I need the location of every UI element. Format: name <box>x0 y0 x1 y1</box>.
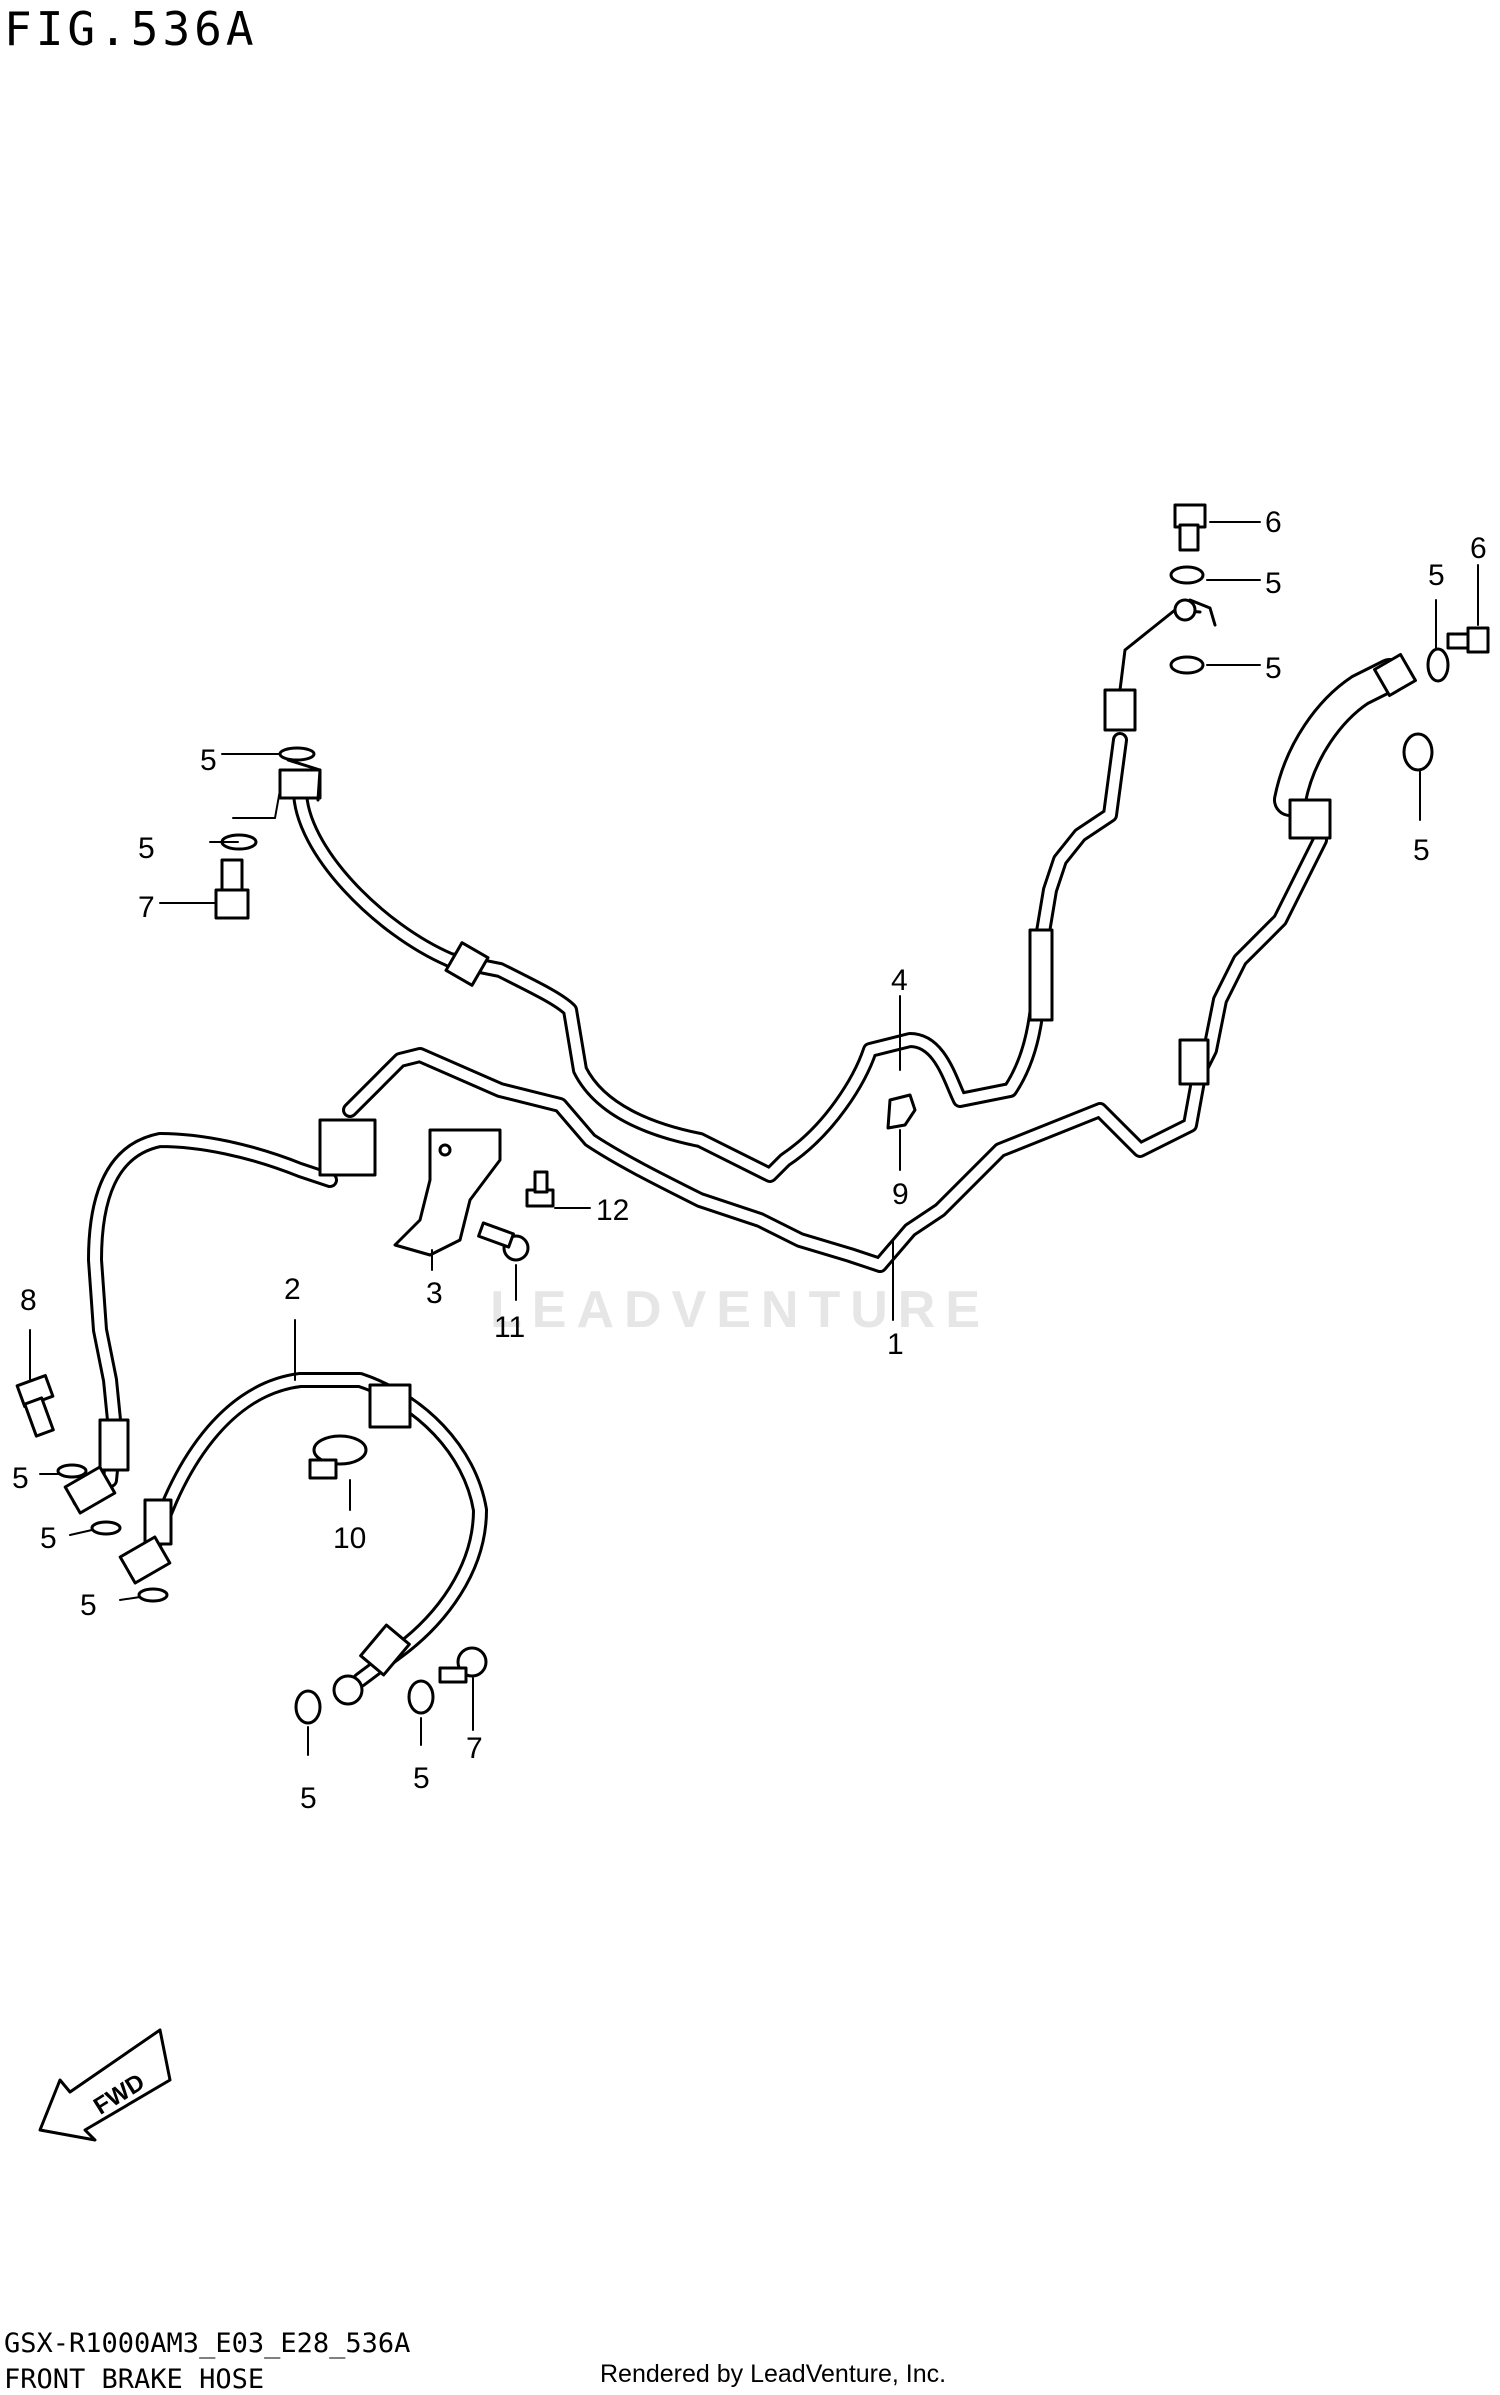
callout-5c: 5 <box>1428 559 1445 592</box>
hose-4[interactable] <box>278 598 1217 1183</box>
callout-5g: 5 <box>12 1462 29 1495</box>
callout-6a: 6 <box>1265 506 1282 539</box>
hose-2[interactable] <box>118 1372 488 1706</box>
callout-5d: 5 <box>1413 834 1430 867</box>
watermark: LEADVENTURE <box>490 1281 991 1339</box>
fwd-arrow-icon: FWD <box>38 2028 172 2142</box>
section-title: FRONT BRAKE HOSE <box>4 2364 265 2395</box>
render-credit: Rendered by LeadVenture, Inc. <box>600 2360 947 2388</box>
bracket-3[interactable] <box>393 1128 502 1257</box>
callout-6b: 6 <box>1470 532 1487 565</box>
callout-7a: 7 <box>138 891 155 924</box>
bolt-8[interactable] <box>15 1374 55 1438</box>
callout-5j: 5 <box>300 1782 317 1815</box>
callout-1: 1 <box>887 1328 904 1361</box>
model-code: GSX-R1000AM3_E03_E28_536A <box>4 2328 411 2359</box>
callout-3: 3 <box>426 1277 443 1310</box>
callout-5f: 5 <box>138 832 155 865</box>
callout-labels: 1 2 3 4 5 5 5 5 5 5 5 5 5 5 5 6 6 7 7 8 … <box>12 506 1487 1815</box>
callout-5h: 5 <box>40 1522 57 1555</box>
figure-title: FIG.536A <box>4 2 258 56</box>
bolt-7-bottom[interactable] <box>438 1646 488 1684</box>
clip-9[interactable] <box>886 1093 917 1130</box>
callout-4: 4 <box>891 964 908 997</box>
leader-lines <box>29 521 1479 1756</box>
callout-10: 10 <box>333 1522 366 1555</box>
callout-5b: 5 <box>1265 652 1282 685</box>
hose-8-side[interactable] <box>63 1118 377 1515</box>
callout-5a: 5 <box>1265 567 1282 600</box>
bolt-12[interactable] <box>525 1170 555 1208</box>
callout-2: 2 <box>284 1273 301 1306</box>
bolt-6-top[interactable] <box>1173 503 1207 552</box>
callout-5k: 5 <box>413 1762 430 1795</box>
callout-12: 12 <box>596 1194 629 1227</box>
bolt-7-left[interactable] <box>214 858 250 920</box>
washers-5[interactable] <box>56 565 1450 1725</box>
callout-5e: 5 <box>200 744 217 777</box>
callout-9: 9 <box>892 1178 909 1211</box>
callout-8: 8 <box>20 1284 37 1317</box>
bolt-11[interactable] <box>477 1221 530 1262</box>
hose-1[interactable] <box>342 653 1417 1273</box>
clamp-10[interactable] <box>308 1434 368 1480</box>
bolt-6-right[interactable] <box>1446 626 1490 654</box>
callout-5i: 5 <box>80 1589 97 1622</box>
callout-11: 11 <box>494 1311 525 1344</box>
callout-7b: 7 <box>466 1732 483 1765</box>
